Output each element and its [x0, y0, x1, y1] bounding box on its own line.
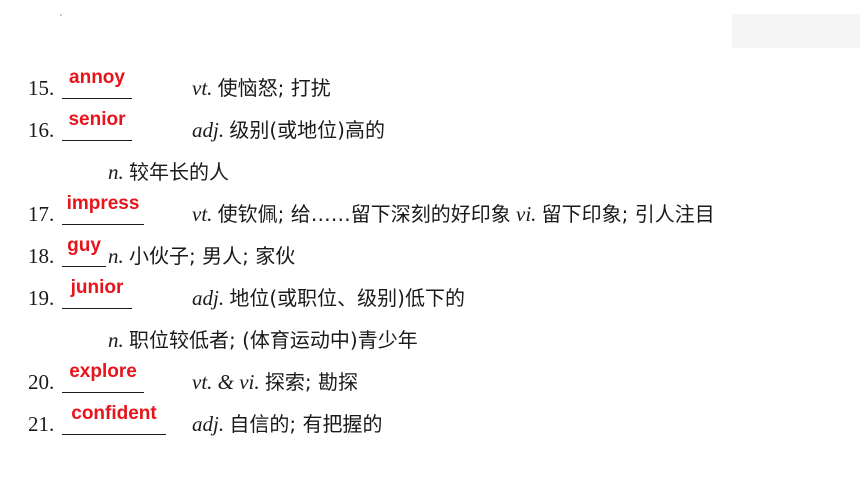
definition: n. 较年长的人: [108, 152, 229, 192]
definition: adj. 地位(或职位、级别)低下的: [192, 278, 465, 318]
entry-row: 16. senior adj. 级别(或地位)高的: [0, 109, 860, 150]
definition: vt. 使钦佩; 给……留下深刻的好印象 vi. 留下印象; 引人注目: [192, 194, 715, 234]
part-of-speech: vt.: [192, 76, 213, 100]
entry-number: 15.: [28, 76, 55, 100]
meaning: 自信的; 有把握的: [229, 412, 383, 436]
entry-row: 17. impress vt. 使钦佩; 给……留下深刻的好印象 vi. 留下印…: [0, 193, 860, 234]
entry-number: 18.: [28, 244, 55, 268]
corner-mark: [60, 14, 62, 16]
entry-number: 17.: [28, 202, 55, 226]
entry-row-continuation: n. 较年长的人: [0, 152, 860, 192]
meaning: 职位较低者; (体育运动中)青少年: [129, 328, 418, 352]
answer-word: confident: [71, 403, 157, 424]
entry-row: 18. guy n. 小伙子; 男人; 家伙: [0, 235, 860, 276]
answer-blank: confident: [62, 403, 166, 435]
top-right-placeholder: [732, 14, 860, 48]
meaning: 小伙子; 男人; 家伙: [129, 244, 296, 268]
part-of-speech: n.: [108, 244, 124, 268]
part-of-speech: n.: [108, 328, 124, 352]
answer-blank: explore: [62, 361, 144, 393]
definition: n. 小伙子; 男人; 家伙: [108, 236, 295, 276]
part-of-speech: adj.: [192, 286, 225, 310]
answer-blank: senior: [62, 109, 132, 141]
answer-blank: impress: [62, 193, 144, 225]
entry-row-continuation: n. 职位较低者; (体育运动中)青少年: [0, 320, 860, 360]
definition: n. 职位较低者; (体育运动中)青少年: [108, 320, 418, 360]
part-of-speech: vt.: [192, 202, 213, 226]
answer-word: annoy: [69, 67, 125, 88]
answer-blank: guy: [62, 235, 106, 267]
meaning: 级别(或地位)高的: [229, 118, 385, 142]
definition: adj. 级别(或地位)高的: [192, 110, 385, 150]
entry-number: 19.: [28, 286, 55, 310]
entry-row: 21. confident adj. 自信的; 有把握的: [0, 403, 860, 444]
definition: adj. 自信的; 有把握的: [192, 404, 382, 444]
definition: vt. & vi. 探索; 勘探: [192, 362, 358, 402]
answer-word: impress: [66, 193, 140, 214]
meaning: 较年长的人: [129, 160, 229, 184]
answer-word: guy: [67, 235, 101, 256]
entry-row: 20. explore vt. & vi. 探索; 勘探: [0, 361, 860, 402]
answer-word: junior: [70, 277, 124, 298]
entry-number: 21.: [28, 412, 55, 436]
meaning-2: 留下印象; 引人注目: [541, 202, 715, 226]
meaning: 探索; 勘探: [264, 370, 359, 394]
answer-blank: junior: [62, 277, 132, 309]
entry-number: 20.: [28, 370, 55, 394]
answer-blank: annoy: [62, 67, 132, 99]
entry-row: 19. junior adj. 地位(或职位、级别)低下的: [0, 277, 860, 318]
answer-word: senior: [68, 109, 126, 130]
entry-number: 16.: [28, 118, 55, 142]
part-of-speech: vt. & vi.: [192, 370, 260, 394]
part-of-speech-2: vi.: [516, 202, 537, 226]
meaning: 使钦佩; 给……留下深刻的好印象: [217, 202, 511, 226]
meaning: 使恼怒; 打扰: [217, 76, 331, 100]
entry-row: 15. annoy vt. 使恼怒; 打扰: [0, 67, 860, 108]
part-of-speech: adj.: [192, 412, 225, 436]
definition: vt. 使恼怒; 打扰: [192, 68, 331, 108]
part-of-speech: n.: [108, 160, 124, 184]
part-of-speech: adj.: [192, 118, 225, 142]
answer-word: explore: [69, 361, 137, 382]
meaning: 地位(或职位、级别)低下的: [229, 286, 465, 310]
